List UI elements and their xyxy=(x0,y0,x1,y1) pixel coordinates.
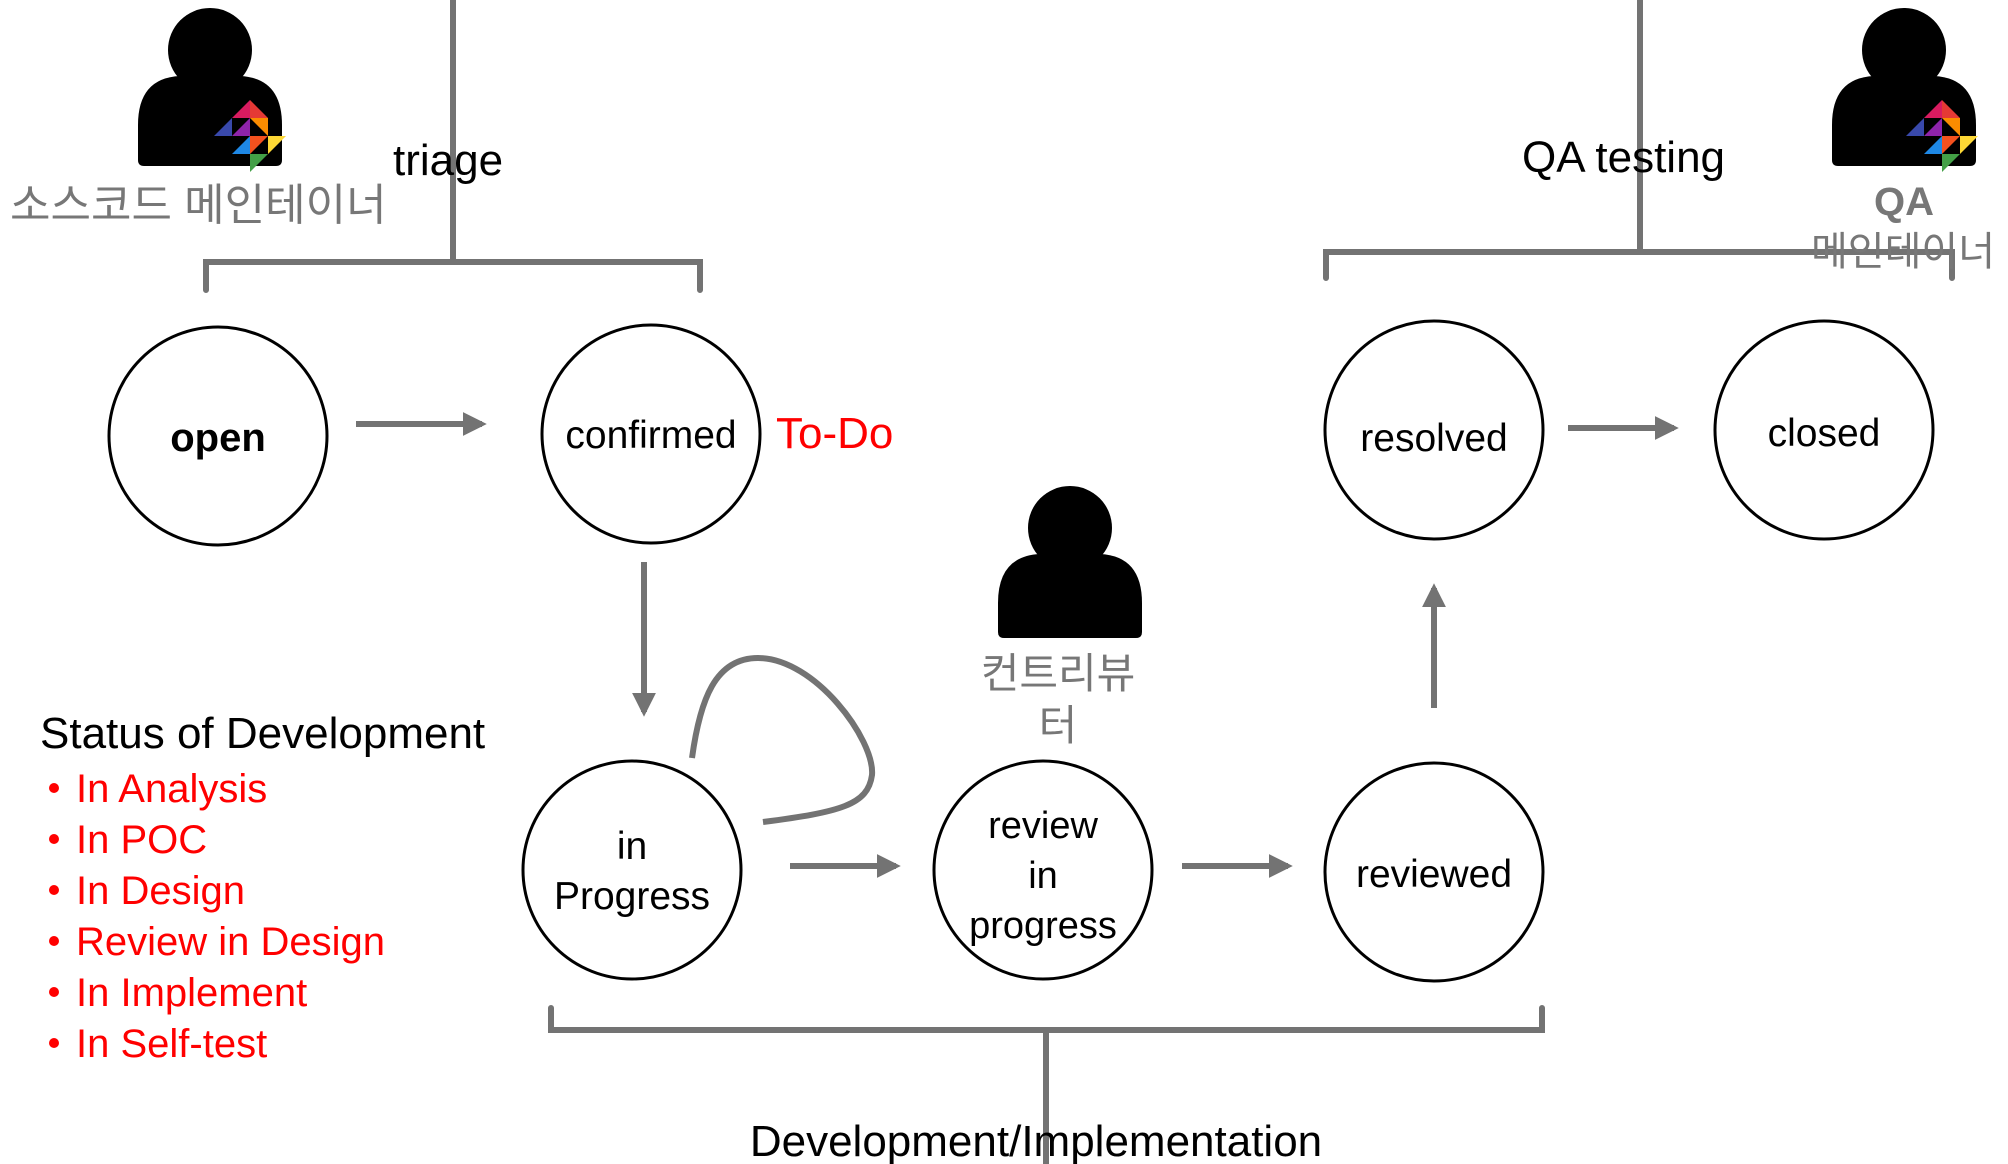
dev-status-item: In Self-test xyxy=(76,1022,267,1066)
triage-bracket xyxy=(203,0,703,293)
bullet-icon xyxy=(49,936,59,946)
node-resolved-label: resolved xyxy=(1360,417,1507,460)
node-open-label: open xyxy=(170,416,266,460)
node-review-label-1: review xyxy=(988,805,1098,847)
person-with-logo-icon xyxy=(1832,8,1976,166)
node-confirmed: confirmed xyxy=(540,323,762,545)
node-reviewed: reviewed xyxy=(1323,761,1545,983)
bullet-icon xyxy=(49,885,59,895)
source-maintainer-label: 소스코드 메인테이너 xyxy=(10,181,387,230)
development-label: Development/Implementation xyxy=(750,1117,1322,1164)
person-icon xyxy=(998,486,1142,638)
todo-label: To-Do xyxy=(776,409,893,458)
dev-status-item: In Design xyxy=(76,869,245,913)
node-review-label-2: in xyxy=(1028,855,1058,897)
triage-label: triage xyxy=(393,136,503,185)
node-confirmed-label: confirmed xyxy=(565,414,736,457)
bullet-icon xyxy=(49,834,59,844)
node-open: open xyxy=(107,325,329,547)
development-bracket xyxy=(548,1005,1545,1164)
dev-status-item: Review in Design xyxy=(76,920,385,964)
node-reviewed-label: reviewed xyxy=(1356,853,1512,896)
bullet-icon xyxy=(49,987,59,997)
node-closed: closed xyxy=(1713,319,1935,541)
qa-testing-label: QA testing xyxy=(1522,133,1725,182)
contributor-label-1: 컨트리뷰 xyxy=(981,650,1136,697)
dev-status-list: In Analysis In POC In Design Review in D… xyxy=(49,767,385,1066)
node-resolved: resolved xyxy=(1323,319,1545,541)
dev-status-title: Status of Development xyxy=(40,709,485,758)
dev-status-item: In Implement xyxy=(76,971,307,1015)
bullet-icon xyxy=(49,1038,59,1048)
contributor-label-2: 터 xyxy=(1039,702,1078,749)
qa-maintainer-label-1: QA xyxy=(1874,180,1934,224)
bullet-icon xyxy=(49,783,59,793)
qa-testing-bracket xyxy=(1323,0,1955,281)
pinwheel-logo-icon xyxy=(214,100,286,172)
node-in-progress-label-2: Progress xyxy=(554,875,710,918)
node-in-progress-label-1: in xyxy=(617,825,647,868)
dev-status-item: In Analysis xyxy=(76,767,267,811)
node-review-in-progress: review in progress xyxy=(932,759,1154,981)
node-closed-label: closed xyxy=(1768,412,1881,455)
pinwheel-logo-icon xyxy=(1906,100,1978,172)
dev-status-item: In POC xyxy=(76,818,207,862)
node-review-label-3: progress xyxy=(969,905,1117,947)
self-loop-in-progress xyxy=(689,654,876,825)
qa-maintainer-label-2: 메인테이너 xyxy=(1811,230,1995,274)
node-in-progress: in Progress xyxy=(521,759,743,981)
